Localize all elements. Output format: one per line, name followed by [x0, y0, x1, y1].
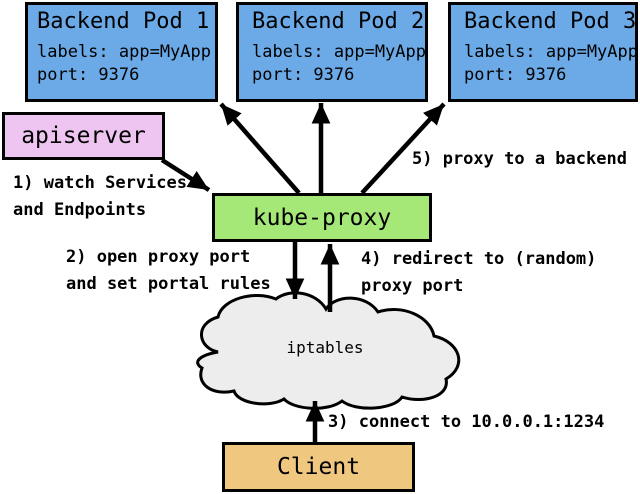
client-box: Client [222, 442, 415, 492]
arrow-kubeproxy-to-pod1 [219, 102, 301, 195]
annotation-step4-redirect: 4) redirect to (random) proxy port [361, 249, 597, 296]
kube-proxy-box: kube-proxy [212, 193, 432, 242]
backend-pod-1-box: Backend Pod 1 labels: app=MyApp port: 93… [25, 2, 218, 102]
backend-pod-2-labels: labels: app=MyApp [252, 42, 426, 62]
backend-pod-3-port: port: 9376 [464, 65, 567, 85]
annotation-step5-proxy-to-backend: 5) proxy to a backend [412, 149, 627, 169]
backend-pod-2-port: port: 9376 [252, 65, 355, 85]
backend-pod-1-title: Backend Pod 1 [37, 9, 210, 34]
annotation-step2-open-proxy-port: 2) open proxy port and set portal rules [66, 247, 271, 294]
apiserver-label: apiserver [21, 123, 146, 149]
annotation-step1-watch-services: 1) watch Services and Endpoints [13, 173, 187, 220]
client-label: Client [276, 454, 361, 480]
apiserver-box: apiserver [2, 112, 165, 160]
backend-pod-3-labels: labels: app=MyApp [464, 42, 638, 62]
backend-pod-3-box: Backend Pod 3 labels: app=MyApp port: 93… [448, 2, 638, 102]
backend-pod-1-port: port: 9376 [37, 65, 140, 85]
backend-pod-3-title: Backend Pod 3 [464, 9, 637, 34]
iptables-label: iptables [286, 338, 364, 357]
kube-proxy-label: kube-proxy [252, 204, 392, 231]
backend-pod-1-labels: labels: app=MyApp [37, 42, 211, 62]
annotation-step3-connect: 3) connect to 10.0.0.1:1234 [328, 412, 605, 432]
backend-pod-2-title: Backend Pod 2 [252, 9, 425, 34]
backend-pod-2-box: Backend Pod 2 labels: app=MyApp port: 93… [236, 2, 428, 102]
